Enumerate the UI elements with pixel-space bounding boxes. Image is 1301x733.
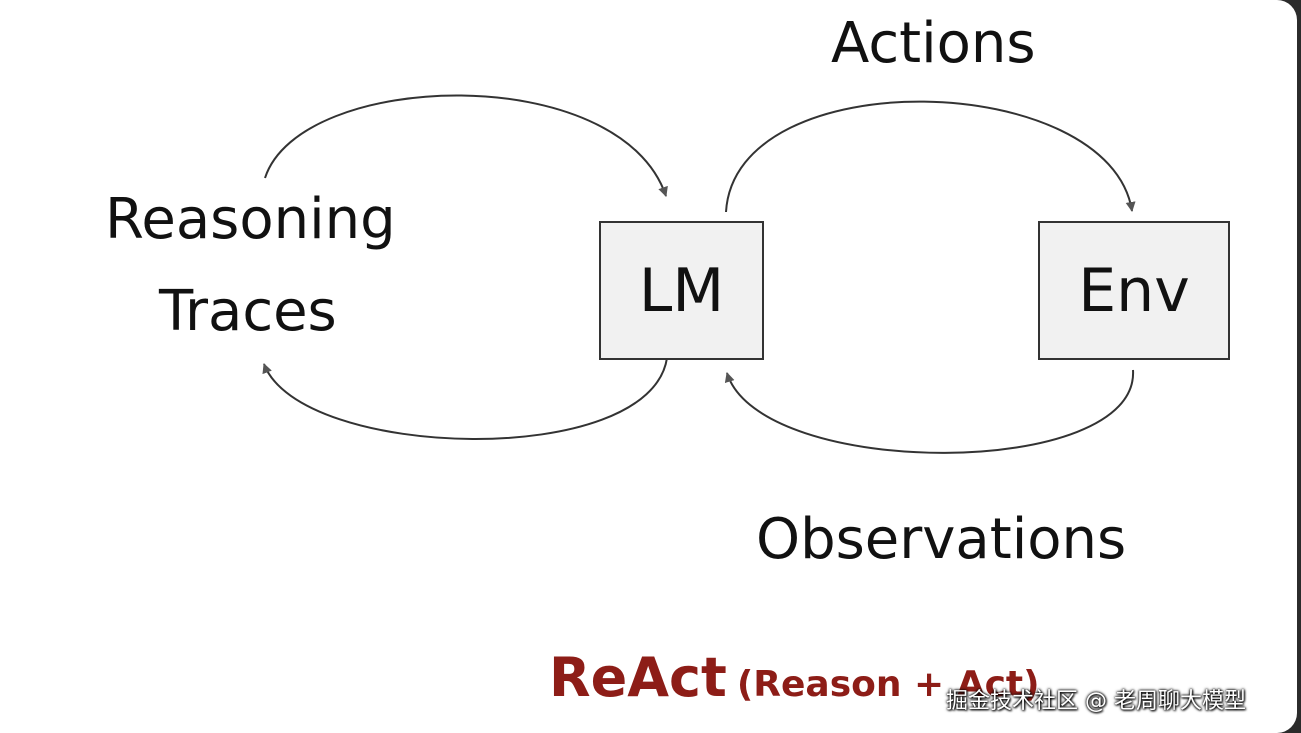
env-node-label: Env — [1078, 255, 1190, 326]
watermark: 掘金技术社区 @ 老周聊大模型 — [946, 689, 1246, 714]
observations-arrow — [724, 369, 1135, 454]
actions-arrow — [725, 100, 1136, 213]
reasoning-to-lm-arrow — [264, 94, 668, 197]
title-sub: (Reason + Act) — [736, 664, 1040, 705]
observations-label: Observations — [756, 507, 1127, 572]
traces-label: Traces — [159, 279, 337, 344]
lm-node-label: LM — [638, 255, 725, 326]
title-main: ReAct — [549, 646, 727, 709]
lm-to-reasoning-arrow — [262, 357, 668, 440]
reasoning-label: Reasoning — [105, 187, 396, 252]
diagram-title: ReAct(Reason + Act) — [549, 646, 1040, 709]
env-node: Env — [1038, 221, 1230, 360]
lm-node: LM — [599, 221, 764, 360]
actions-label: Actions — [831, 11, 1036, 76]
